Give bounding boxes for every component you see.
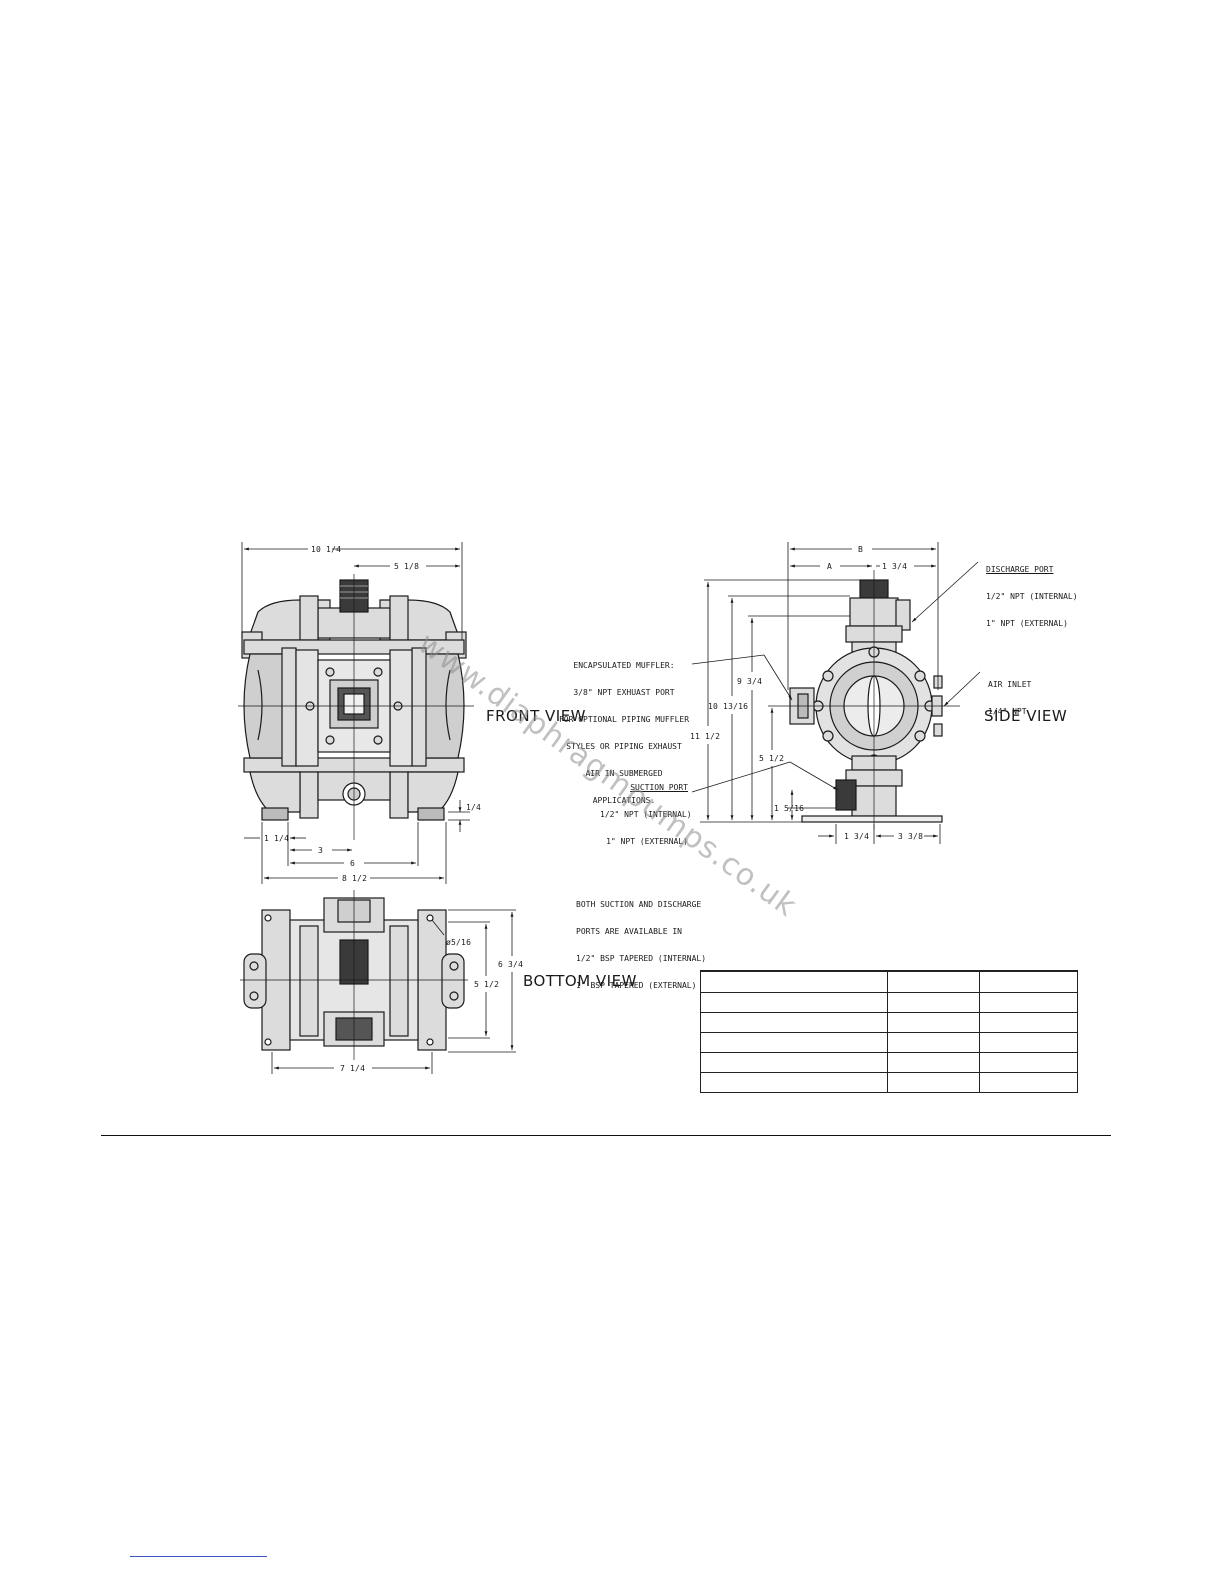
dim-bottom-hole: ø5/16 bbox=[446, 938, 472, 947]
suction-port-line-1: 1/2" NPT (INTERNAL) bbox=[600, 810, 692, 819]
discharge-port-title: DISCHARGE PORT bbox=[986, 565, 1054, 574]
dim-side-base-1-3-4: 1 3/4 bbox=[844, 832, 870, 841]
front-view-title: FRONT VIEW bbox=[486, 707, 587, 725]
table-row bbox=[700, 1052, 1078, 1073]
dim-side-1-5-16: 1 5/16 bbox=[774, 804, 805, 813]
dim-front-half-width: 5 1/8 bbox=[394, 562, 420, 571]
dim-bottom-height-5-1-2: 5 1/2 bbox=[474, 980, 500, 989]
table-row bbox=[700, 970, 1078, 993]
table-row bbox=[700, 1072, 1078, 1093]
discharge-port-callout: DISCHARGE PORT 1/2" NPT (INTERNAL) 1" NP… bbox=[986, 547, 1078, 637]
suction-port-title: SUCTION PORT bbox=[630, 783, 688, 792]
discharge-port-line-1: 1/2" NPT (INTERNAL) bbox=[986, 592, 1078, 601]
bsp-note-line-2: PORTS ARE AVAILABLE IN bbox=[576, 927, 682, 936]
air-inlet-title: AIR INLET bbox=[988, 680, 1032, 689]
footer-link-underline[interactable] bbox=[130, 1556, 267, 1557]
suction-port-line-2: 1" NPT (EXTERNAL) bbox=[606, 837, 688, 846]
dim-front-overall-width: 10 1/4 bbox=[311, 545, 342, 554]
muffler-line-4: STYLES OR PIPING EXHAUST bbox=[566, 742, 682, 751]
dim-side-9-3-4: 9 3/4 bbox=[737, 677, 763, 686]
muffler-line-3: FOR OPTIONAL PIPING MUFFLER bbox=[558, 715, 690, 724]
dim-side-a: A bbox=[827, 562, 833, 571]
air-inlet-size: 1/4" NPT bbox=[988, 707, 1027, 716]
side-view-title: SIDE VIEW bbox=[984, 707, 1068, 725]
dim-side-top-1-3-4: 1 3/4 bbox=[882, 562, 908, 571]
table-row bbox=[700, 1012, 1078, 1033]
muffler-line-2: 3/8" NPT EXHUAST PORT bbox=[573, 688, 675, 697]
dim-side-base-3-3-8: 3 3/8 bbox=[898, 832, 924, 841]
dim-bottom-width: 7 1/4 bbox=[340, 1064, 366, 1073]
discharge-port-line-2: 1" NPT (EXTERNAL) bbox=[986, 619, 1068, 628]
dimension-table bbox=[700, 970, 1078, 1093]
bsp-note: BOTH SUCTION AND DISCHARGE PORTS ARE AVA… bbox=[576, 882, 706, 999]
dim-front-inner-3: 3 bbox=[318, 846, 324, 855]
dim-front-base: 8 1/2 bbox=[342, 874, 368, 883]
dim-side-b: B bbox=[858, 545, 864, 554]
dim-side-10-13-16: 10 13/16 bbox=[708, 702, 749, 711]
dim-side-5-1-2: 5 1/2 bbox=[759, 754, 785, 763]
muffler-line-6: APPLICATIONS. bbox=[592, 796, 656, 805]
dim-front-foot-width: 1 1/4 bbox=[264, 834, 290, 843]
muffler-line-1: ENCAPSULATED MUFFLER: bbox=[573, 661, 675, 670]
bsp-note-line-4: 1" BSP TAPERED (EXTERNAL) bbox=[576, 981, 697, 990]
muffler-callout: ENCAPSULATED MUFFLER: 3/8" NPT EXHUAST P… bbox=[556, 643, 692, 814]
dim-front-inner-6: 6 bbox=[350, 859, 356, 868]
suction-port-callout: SUCTION PORT 1/2" NPT (INTERNAL) 1" NPT … bbox=[600, 765, 692, 855]
muffler-line-5: AIR IN SUBMERGED bbox=[585, 769, 663, 778]
bsp-note-line-3: 1/2" BSP TAPERED (INTERNAL) bbox=[576, 954, 707, 963]
dim-bottom-height-6-3-4: 6 3/4 bbox=[498, 960, 524, 969]
table-row bbox=[700, 1032, 1078, 1053]
bottom-view-title: BOTTOM VIEW bbox=[523, 972, 637, 990]
dim-side-11-1-2: 11 1/2 bbox=[690, 732, 721, 741]
bsp-note-line-1: BOTH SUCTION AND DISCHARGE bbox=[576, 900, 702, 909]
section-divider bbox=[101, 1135, 1111, 1136]
table-row bbox=[700, 992, 1078, 1013]
dim-front-foot-gap: 1/4 bbox=[466, 803, 482, 812]
air-inlet-callout: AIR INLET 1/4" NPT bbox=[988, 662, 1031, 725]
